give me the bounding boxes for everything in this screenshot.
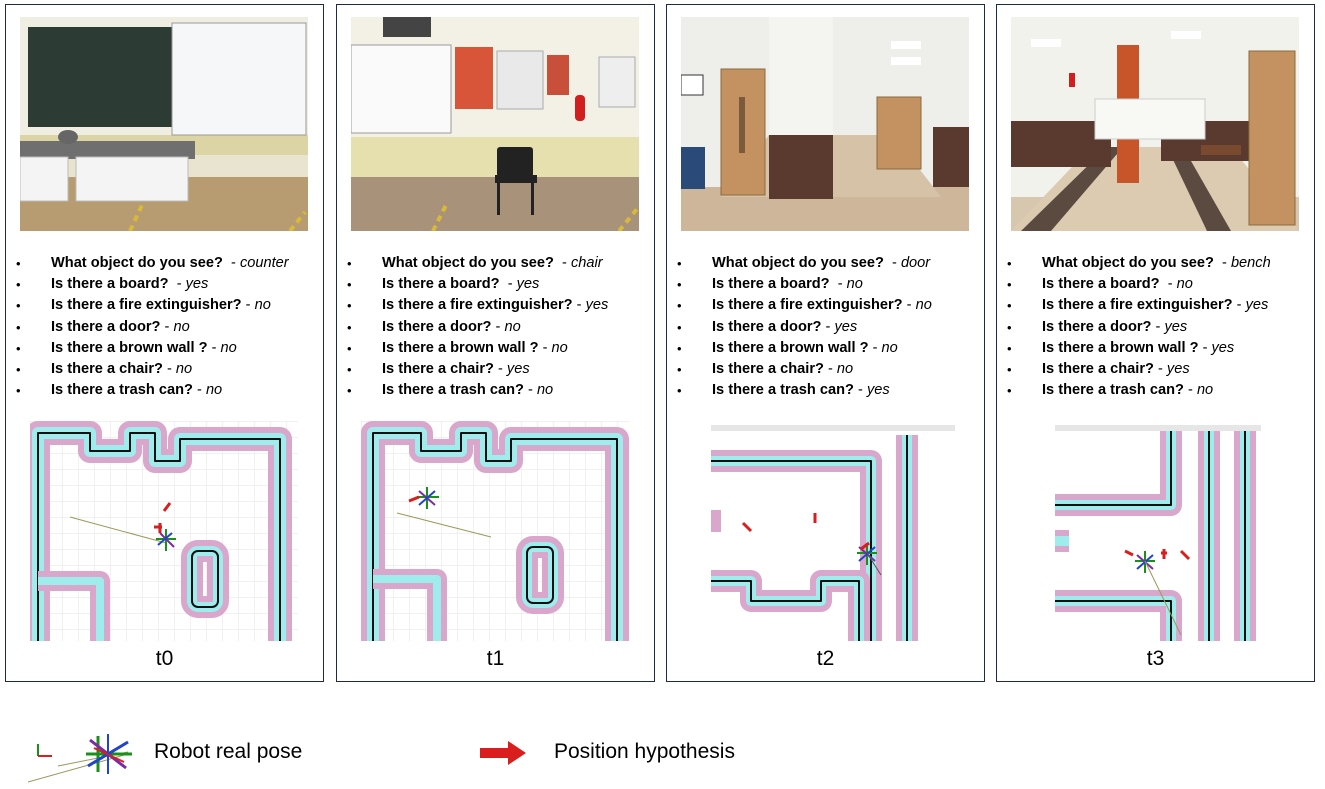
- panel-t1: •What object do you see? - chair •Is the…: [336, 4, 655, 682]
- panel-t0: •What object do you see? - counter •Is t…: [5, 4, 324, 682]
- question-list: •What object do you see? - bench •Is the…: [1005, 253, 1310, 401]
- chalkboard: [28, 27, 178, 127]
- question-item: •Is there a chair? - no: [16, 360, 193, 377]
- question-item: •Is there a fire extinguisher? - no: [16, 297, 271, 314]
- occupancy-map-t0: [26, 421, 298, 641]
- occupancy-map-t3: [1021, 421, 1289, 641]
- question-item: •Is there a chair? - no: [677, 360, 854, 377]
- question-list: •What object do you see? - door •Is ther…: [675, 253, 980, 401]
- question-item: •Is there a door? - no: [16, 318, 190, 335]
- question-item: •Is there a door? - yes: [677, 318, 858, 335]
- fire-extinguisher: [575, 95, 585, 121]
- question-item: •Is there a board? - yes: [347, 276, 540, 293]
- robot-pose-marker: [156, 529, 176, 551]
- robot-pose-marker: [1135, 551, 1182, 636]
- question-item: •What object do you see? - door: [677, 255, 931, 271]
- question-item: •Is there a chair? - yes: [347, 360, 530, 377]
- question-item: •Is there a brown wall ? - no: [16, 339, 237, 356]
- occupancy-map-t2: [691, 421, 959, 641]
- photo-lab-chair: [351, 17, 639, 231]
- time-step-label: t2: [816, 647, 835, 670]
- hypothesis-arrows: [154, 502, 172, 533]
- question-item: •Is there a door? - yes: [1007, 318, 1188, 335]
- robot-pose-marker: [417, 487, 439, 509]
- legend-robot-pose-label: Robot real pose: [154, 740, 303, 763]
- occupancy-map-t1: [361, 421, 629, 641]
- question-item: •Is there a fire extinguisher? - yes: [1007, 297, 1269, 314]
- panel-t2: •What object do you see? - door •Is ther…: [666, 4, 985, 682]
- question-item: •Is there a trash can? - no: [1007, 382, 1214, 399]
- legend-robot-pose: Robot real pose: [27, 728, 358, 784]
- question-item: •Is there a door? - no: [347, 318, 521, 335]
- legend-hypothesis: Position hypothesis: [478, 728, 808, 784]
- question-item: •Is there a chair? - yes: [1007, 360, 1190, 377]
- question-item: •Is there a brown wall ? - no: [347, 339, 568, 356]
- question-list: •What object do you see? - chair •Is the…: [345, 253, 650, 401]
- question-item: •Is there a brown wall ? - no: [677, 339, 898, 356]
- photo-hallway-bench: [1011, 17, 1299, 231]
- question-item: •Is there a trash can? - no: [347, 382, 554, 399]
- question-item: •What object do you see? - counter: [16, 255, 289, 271]
- question-item: •Is there a board? - no: [1007, 276, 1193, 293]
- question-item: •Is there a board? - yes: [16, 276, 209, 293]
- question-item: •Is there a fire extinguisher? - yes: [347, 297, 609, 314]
- bench: [1201, 145, 1241, 155]
- time-step-label: t0: [155, 647, 174, 670]
- question-item: •Is there a board? - no: [677, 276, 863, 293]
- question-item: •Is there a fire extinguisher? - no: [677, 297, 932, 314]
- chair: [495, 147, 537, 215]
- hypothesis-arrows: [408, 495, 420, 503]
- legend-hypothesis-label: Position hypothesis: [554, 740, 735, 763]
- robot-pose-icon: [27, 734, 132, 783]
- question-item: •What object do you see? - bench: [1007, 255, 1271, 271]
- question-item: •Is there a trash can? - no: [16, 382, 223, 399]
- question-list: •What object do you see? - counter •Is t…: [14, 253, 319, 401]
- photo-corridor-door: [681, 17, 969, 231]
- question-item: •What object do you see? - chair: [347, 255, 603, 271]
- question-item: •Is there a brown wall ? - yes: [1007, 339, 1235, 356]
- question-item: •Is there a trash can? - yes: [677, 382, 890, 399]
- time-step-label: t3: [1146, 647, 1165, 670]
- time-step-label: t1: [486, 647, 505, 670]
- hypothesis-arrows: [741, 513, 870, 551]
- panel-t3: •What object do you see? - bench •Is the…: [996, 4, 1315, 682]
- red-arrow-icon: [480, 741, 526, 765]
- hypothesis-arrows: [1124, 549, 1191, 561]
- photo-classroom-board: [20, 17, 308, 231]
